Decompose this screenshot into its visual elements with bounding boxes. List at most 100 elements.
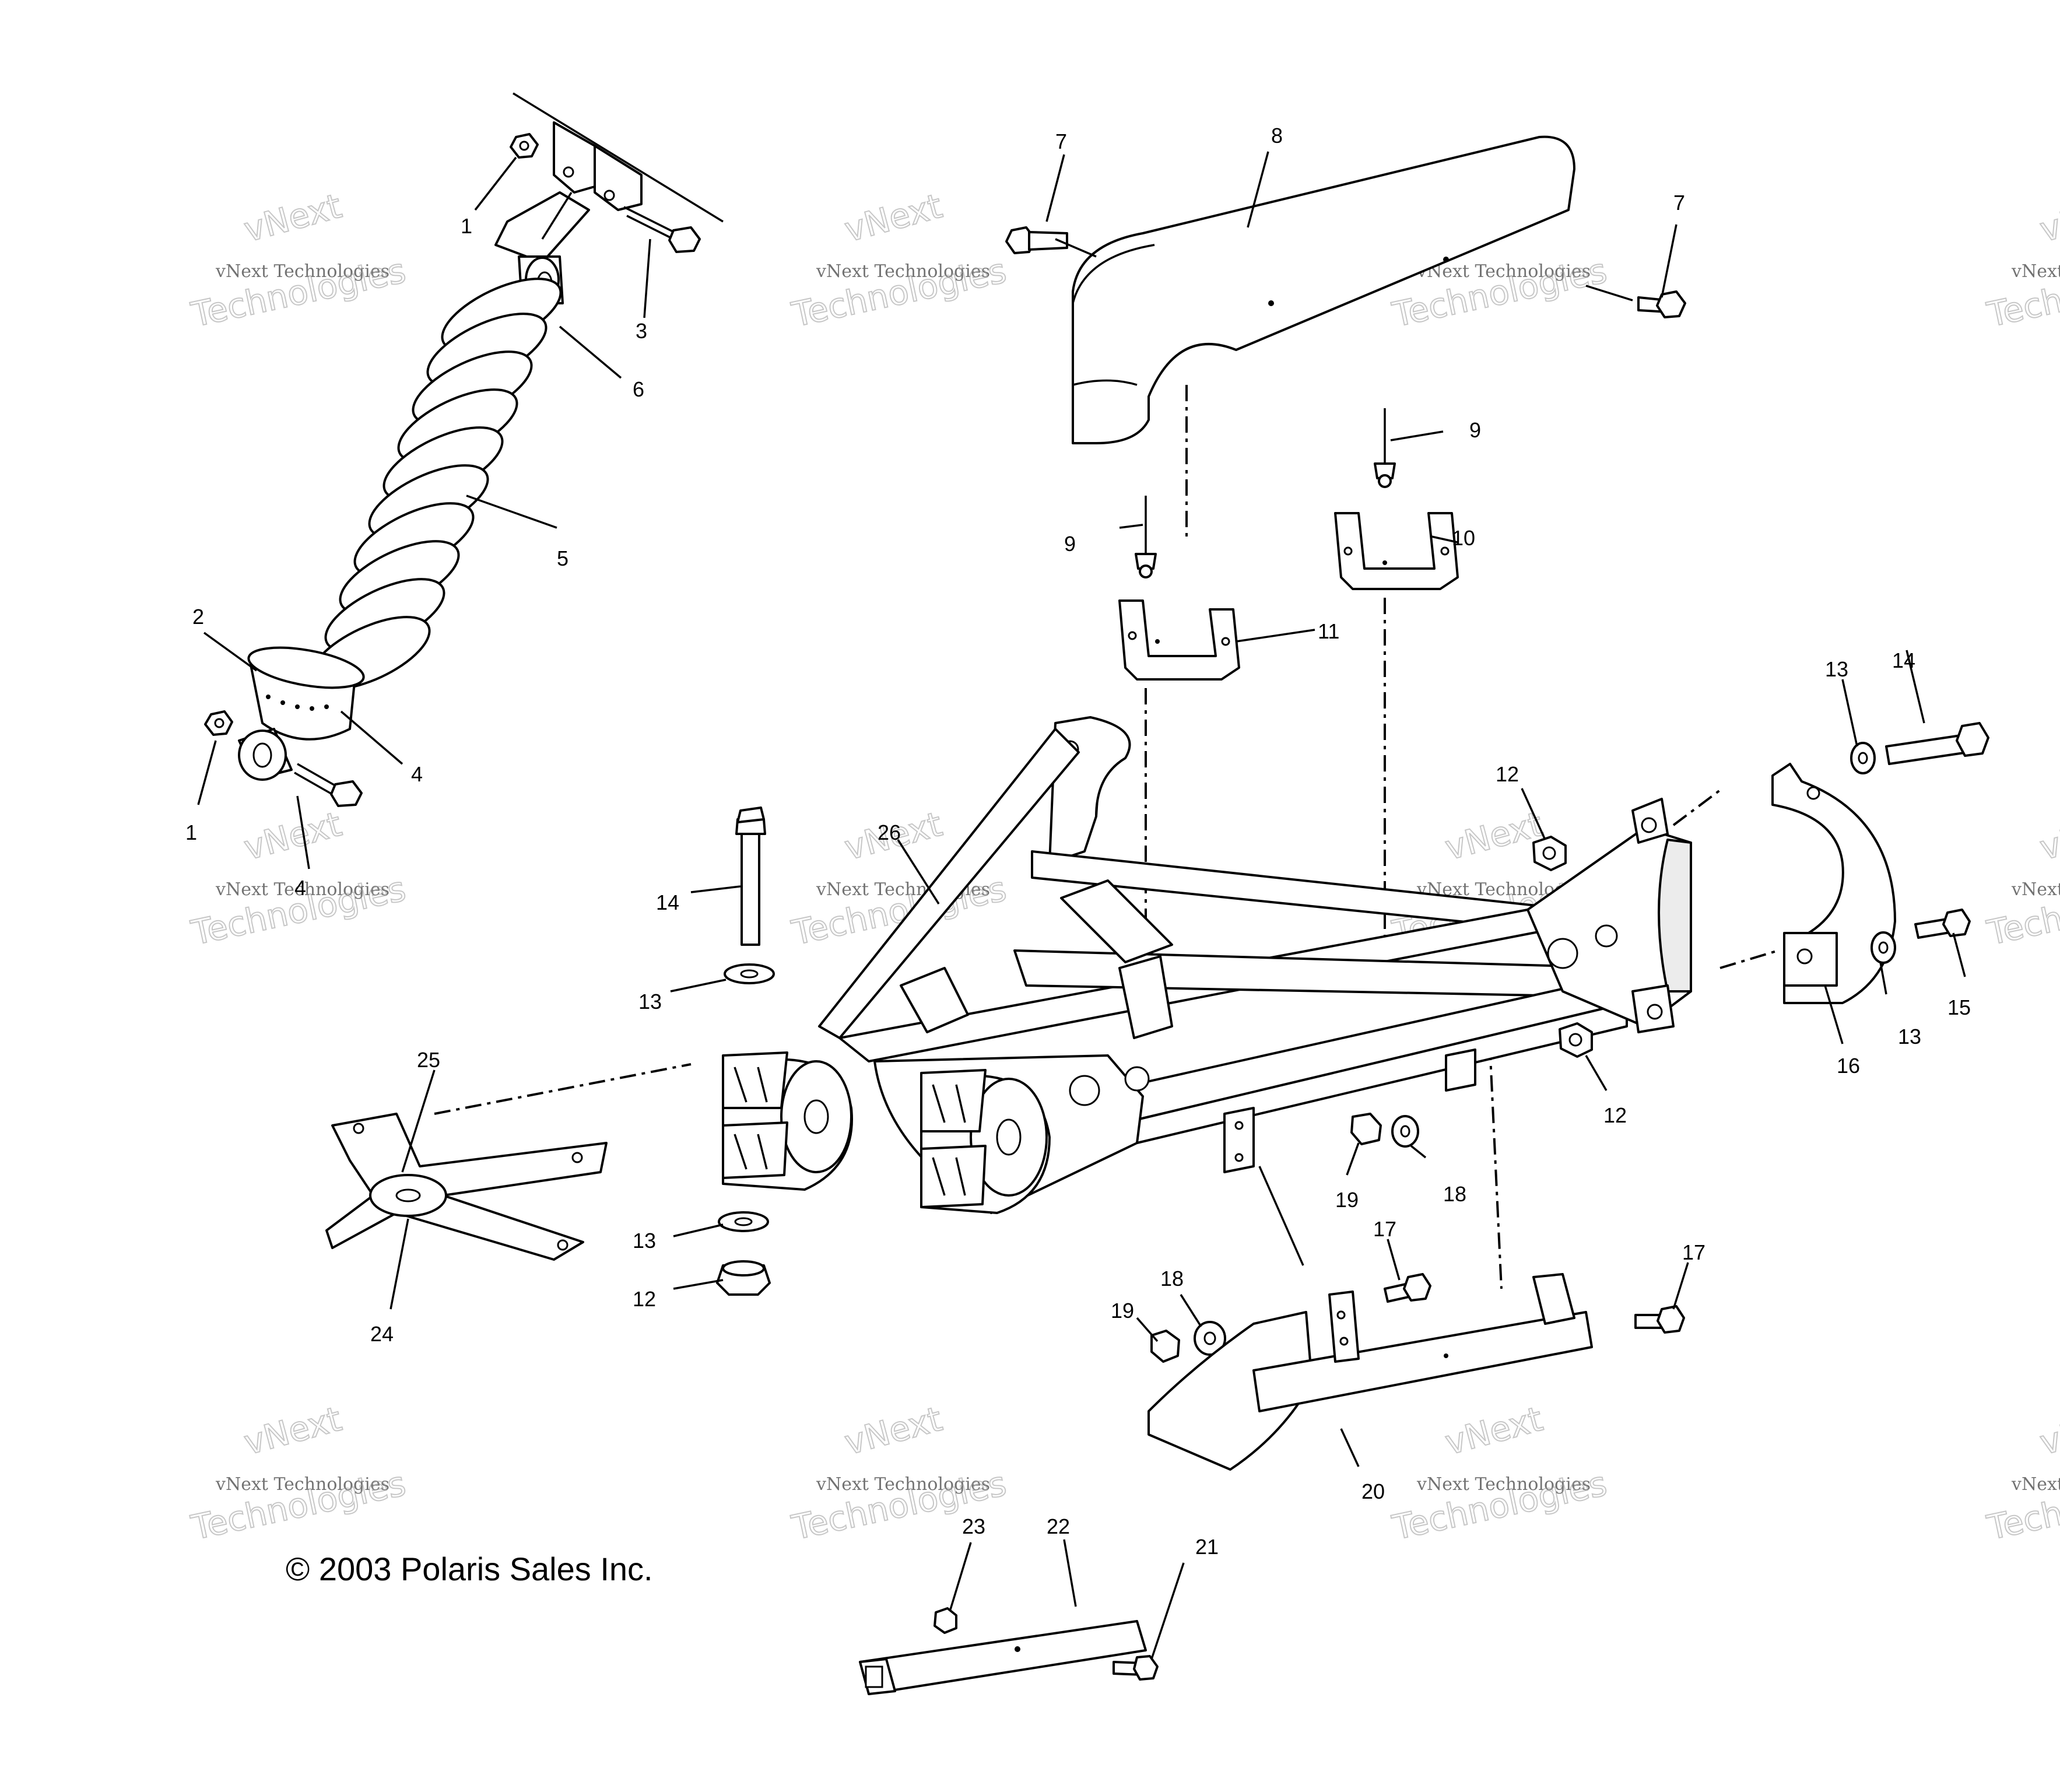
rivet-9-left [1135,496,1157,578]
callout-23: 23 [962,1514,985,1538]
callout-7: 7 [1673,191,1685,215]
svg-text:vNext Technologies: vNext Technologies [1416,1474,1591,1495]
callout-18: 18 [1443,1182,1466,1206]
clamp-front-left [722,1051,853,1191]
svg-text:vNext: vNext [240,186,345,250]
svg-text:vNext: vNext [240,804,345,868]
washer-18-a [1391,1115,1419,1148]
callout-18: 18 [1160,1267,1184,1290]
callout-17: 17 [1373,1217,1396,1241]
svg-text:vNext: vNext [840,1399,946,1463]
callout-21: 21 [1195,1535,1219,1559]
svg-text:vNext Technologies: vNext Technologies [2011,261,2060,282]
nut-23 [934,1607,957,1634]
callout-3: 3 [636,319,647,343]
callout-8: 8 [1271,124,1283,148]
callout-10: 10 [1452,526,1475,550]
callout-1: 1 [461,214,472,238]
svg-text:vNext Technologies: vNext Technologies [2011,879,2060,900]
callout-11: 11 [1318,619,1339,643]
watermark: vNext vNext Technologies Technologies [1388,1398,1611,1548]
callout-2: 2 [192,605,204,629]
svg-text:vNext Technologies: vNext Technologies [215,879,389,900]
callout-25: 25 [417,1048,440,1072]
nut-19-a [1350,1113,1382,1145]
callout-15: 15 [1947,995,1971,1019]
shock-absorber [238,255,564,781]
callout-4: 4 [294,876,306,900]
callout-13: 13 [1825,657,1848,681]
watermark: vNext vNext Technologies Technologies [187,185,410,335]
bolt-17-a [1384,1273,1431,1303]
callout-24: 24 [370,1322,394,1346]
svg-text:vNext: vNext [1441,804,1546,868]
clamp-16 [1771,763,1896,1004]
nut-19-b [1150,1330,1180,1363]
watermark: vNext vNext Technologies Technologies [1983,185,2060,335]
svg-text:vNext Technologies: vNext Technologies [215,1474,389,1495]
washer-13-a [724,963,775,984]
watermark: vNext vNext Technologies Technologies [788,185,1010,335]
bolt-3-top [623,206,701,253]
svg-text:vNext Technologies: vNext Technologies [816,261,990,282]
rivet-9-right [1374,408,1396,488]
callout-6: 6 [633,377,644,401]
callouts: 1 3 6 5 2 4 1 4 7 8 7 9 9 10 11 12 13 14… [185,124,1971,1559]
callout-13: 13 [633,1229,656,1253]
bolt-14-horizontal [1885,722,1989,765]
callout-5: 5 [557,546,568,570]
bolt-14-vertical [735,806,766,946]
callout-12: 12 [1603,1103,1627,1127]
leader-lines [197,151,1966,1660]
heat-shield-8 [1072,135,1575,444]
callout-17: 17 [1682,1240,1705,1264]
watermark: vNext vNext Technologies Technologies [187,1398,410,1548]
nut-12-b [1532,836,1567,871]
bolt-21 [1113,1655,1159,1681]
nut-1-bottom [204,710,233,736]
washer-13-c [1850,742,1876,774]
callout-14: 14 [1892,648,1915,672]
cross-plate-24-25 [325,1113,608,1261]
svg-text:vNext Technologies: vNext Technologies [215,261,389,282]
svg-text:vNext: vNext [2036,804,2060,868]
watermark: vNext vNext Technologies Technologies [1983,1398,2060,1548]
bolt-17-b [1634,1305,1685,1334]
svg-text:vNext: vNext [2036,1399,2060,1463]
callout-9: 9 [1469,418,1481,442]
callout-26: 26 [878,820,901,844]
callout-1: 1 [185,820,197,844]
watermark: vNext vNext Technologies Technologies [1983,804,2060,953]
main-frame-26 [818,716,1692,1214]
callout-13: 13 [1898,1025,1921,1048]
svg-text:vNext: vNext [1441,1399,1546,1463]
bracket-10 [1334,512,1459,590]
callout-7: 7 [1055,129,1067,153]
bolt-7-right [1585,285,1686,318]
nut-12-c [1559,1022,1593,1058]
bolt-7-left [1005,226,1097,258]
svg-text:vNext: vNext [840,186,946,250]
callout-9: 9 [1064,532,1076,556]
callout-14: 14 [656,890,679,914]
callout-20: 20 [1361,1479,1385,1503]
callout-13: 13 [638,990,662,1014]
svg-text:vNext Technologies: vNext Technologies [816,1474,990,1495]
callout-16: 16 [1837,1054,1860,1078]
callout-12: 12 [1496,762,1519,786]
callout-19: 19 [1335,1188,1359,1212]
clamp-front-middle [920,1069,1051,1214]
nut-1-top [510,133,539,159]
nut-12-a [716,1260,771,1296]
coil-spring [310,278,562,690]
bolt-15 [1914,909,1971,939]
washer-13-d [1871,931,1896,964]
bolt-4-bottom [294,763,363,807]
tube-22 [859,1620,1147,1695]
washer-13-b [718,1211,769,1232]
svg-text:vNext Technologies: vNext Technologies [2011,1474,2060,1495]
svg-text:vNext: vNext [240,1399,345,1463]
callout-4: 4 [411,762,423,786]
washer-18-b [1194,1321,1226,1356]
